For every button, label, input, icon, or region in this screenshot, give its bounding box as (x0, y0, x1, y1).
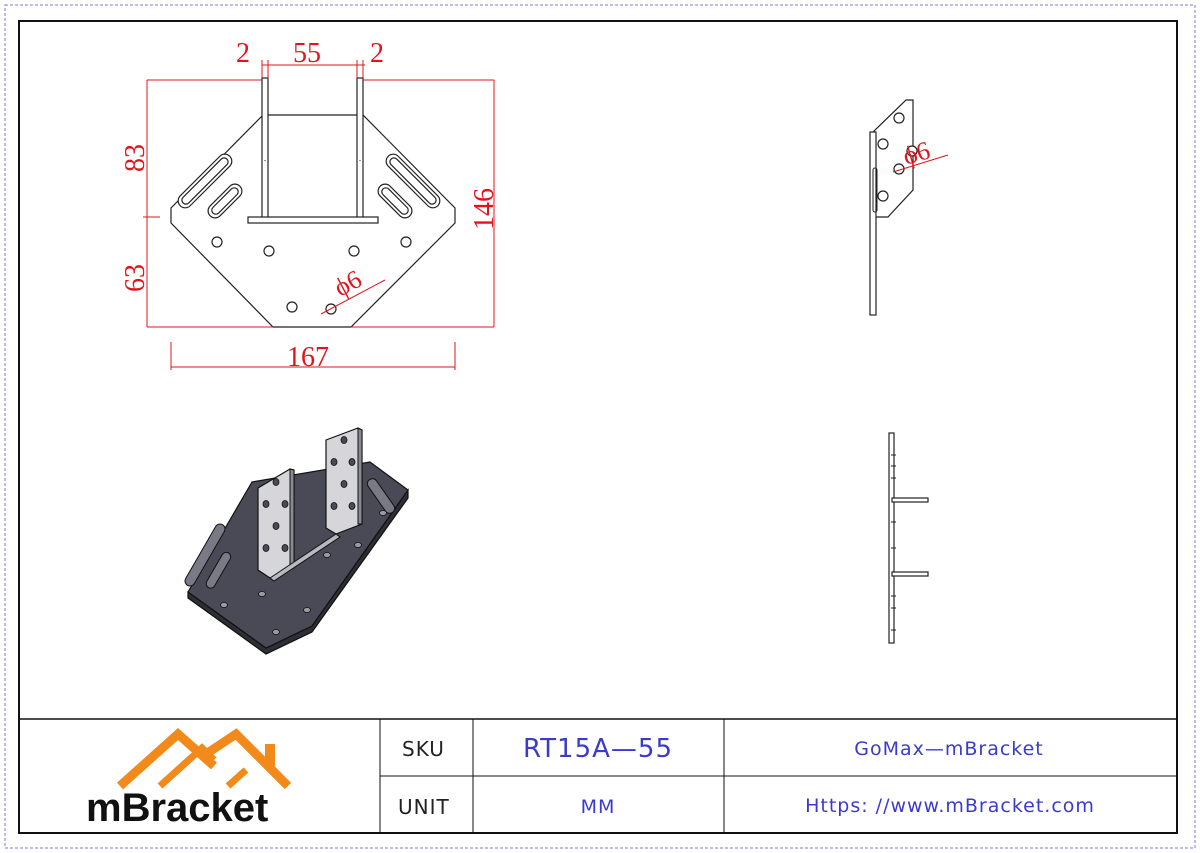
front-view-right-flange (356, 77, 364, 221)
logo-roof-icon (116, 727, 292, 790)
sku-label: SKU (402, 737, 445, 761)
dim-flange-right: 2 (370, 38, 384, 69)
side-view-flange (869, 131, 877, 316)
dim-total-width: 167 (287, 342, 329, 373)
dim-upper-height: 83 (120, 144, 151, 172)
front-view-right-slots (377, 153, 441, 219)
isometric-view (184, 427, 409, 655)
website-url: Https: //www.mBracket.com (805, 795, 1095, 817)
front-view-holes (211, 236, 412, 315)
logo: mBracket (86, 727, 292, 830)
side-view: ϕ6 (869, 99, 949, 316)
title-block: mBracket SKU UNIT RT15A—55 MM GoMax—mBra… (19, 718, 1177, 833)
unit-label: UNIT (398, 795, 450, 819)
logo-text: mBracket (86, 786, 268, 830)
front-view-left-slots (177, 153, 243, 219)
sku-value: RT15A—55 (523, 734, 673, 764)
front-view-left-flange (261, 77, 269, 221)
front-view (170, 77, 456, 328)
edge-view-flange-bottom (891, 571, 929, 577)
dim-total-height: 146 (469, 188, 500, 230)
drawing-frame (18, 20, 1178, 834)
edge-view-plate (888, 432, 895, 644)
front-view-base-bar (247, 216, 379, 224)
edge-view (888, 432, 929, 644)
dim-lower-height: 63 (120, 264, 151, 292)
unit-value: MM (581, 796, 616, 818)
dim-flange-left: 2 (236, 38, 250, 69)
dim-inner-width: 55 (293, 38, 321, 69)
edge-view-flange-top (891, 497, 929, 503)
company-name: GoMax—mBracket (854, 738, 1044, 760)
sheet-outer-border (4, 4, 1196, 849)
